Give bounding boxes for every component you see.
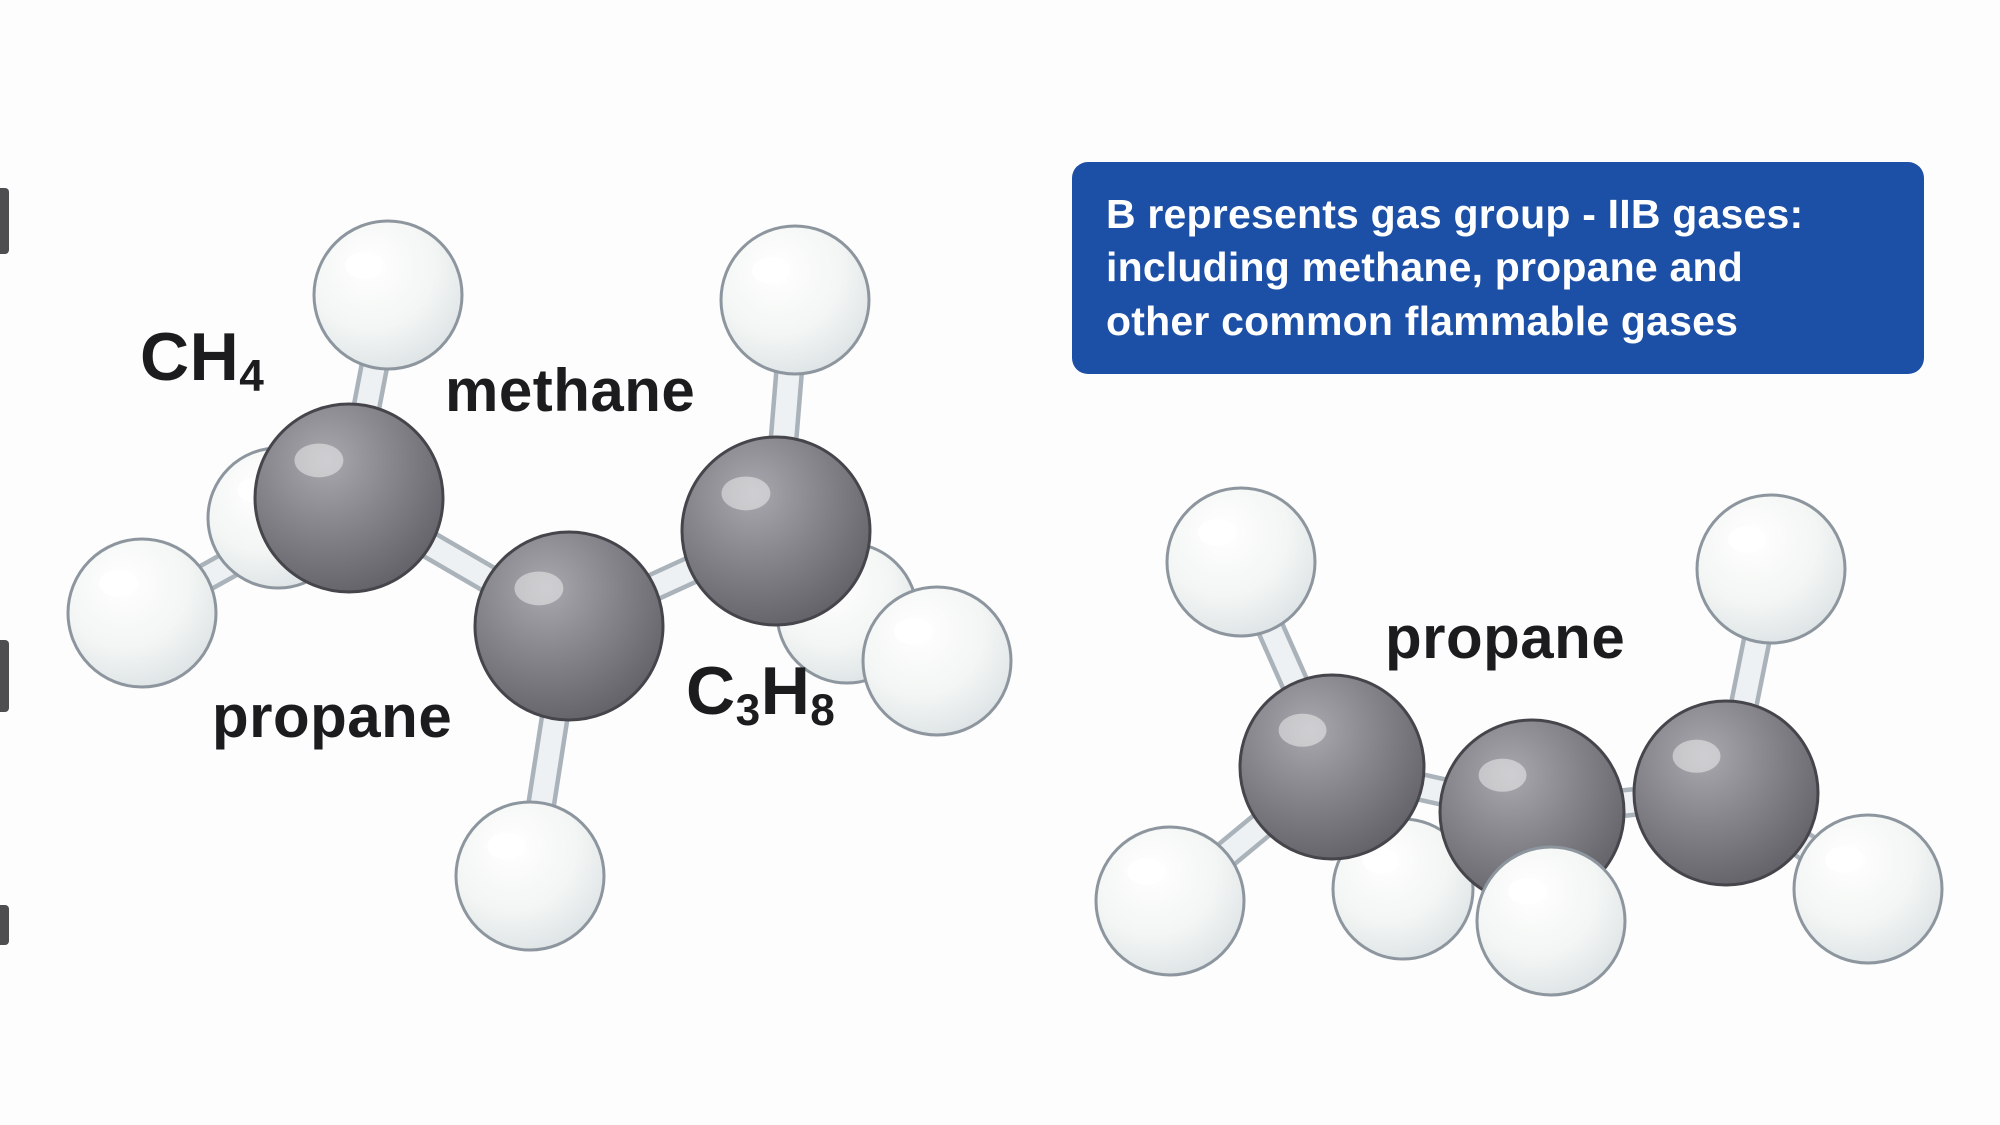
info-box-line: B represents gas group - IIB gases: (1106, 191, 1804, 237)
carbon-atom (680, 435, 872, 627)
specular-highlight (894, 618, 933, 645)
edge-artifact (0, 640, 9, 712)
hydrogen-atom (1094, 825, 1246, 977)
info-box-line: other common flammable gases (1106, 297, 1739, 344)
specular-highlight (1672, 739, 1721, 773)
hydrogen-atom (1475, 845, 1627, 997)
formula-text: C (686, 653, 736, 729)
hydrogen-atom (861, 585, 1013, 737)
right-propane-model (1094, 486, 1944, 997)
propane-left-name-label: propane (212, 683, 453, 750)
specular-highlight (1478, 758, 1527, 792)
hydrogen-atom (1695, 493, 1847, 645)
carbon-atom (473, 530, 665, 722)
hydrogen-atom (1792, 813, 1944, 965)
specular-highlight (1278, 713, 1327, 747)
specular-highlight (345, 252, 384, 279)
info-box-line: including methane, propane and (1106, 244, 1743, 291)
left-methane-propane-model (66, 219, 1013, 952)
specular-highlight (1198, 519, 1237, 546)
specular-highlight (1825, 846, 1864, 873)
info-box: B represents gas group - IIB gases: incl… (1072, 162, 1924, 374)
carbon-atom (1238, 673, 1426, 861)
specular-highlight (1728, 526, 1767, 553)
specular-highlight (1362, 848, 1399, 874)
specular-highlight (99, 570, 138, 597)
hydrogen-atom (66, 537, 218, 689)
specular-highlight (294, 443, 344, 478)
formula-subscript: 4 (239, 352, 265, 402)
ch4-formula-label: CH4 (140, 318, 264, 402)
hydrogen-atom (1165, 486, 1317, 638)
carbon-atom (253, 402, 445, 594)
specular-highlight (514, 571, 564, 606)
hydrogen-atom (454, 800, 606, 952)
methane-name-label: methane (445, 357, 696, 424)
formula-subscript: 3 (735, 686, 761, 736)
edge-artifact (0, 188, 9, 254)
hydrogen-atom (312, 219, 464, 371)
edge-artifact (0, 905, 9, 945)
formula-subscript: 8 (810, 686, 836, 736)
specular-highlight (1127, 858, 1166, 885)
specular-highlight (1508, 878, 1547, 905)
formula-text: CH (140, 319, 240, 395)
c3h8-formula-label: C3H8 (686, 652, 835, 736)
propane-right-name-label: propane (1385, 604, 1626, 671)
formula-text: H (760, 653, 811, 729)
specular-highlight (752, 257, 791, 284)
specular-highlight (487, 833, 526, 860)
hydrogen-atom (719, 224, 871, 376)
specular-highlight (721, 476, 771, 511)
carbon-atom (1632, 699, 1820, 887)
